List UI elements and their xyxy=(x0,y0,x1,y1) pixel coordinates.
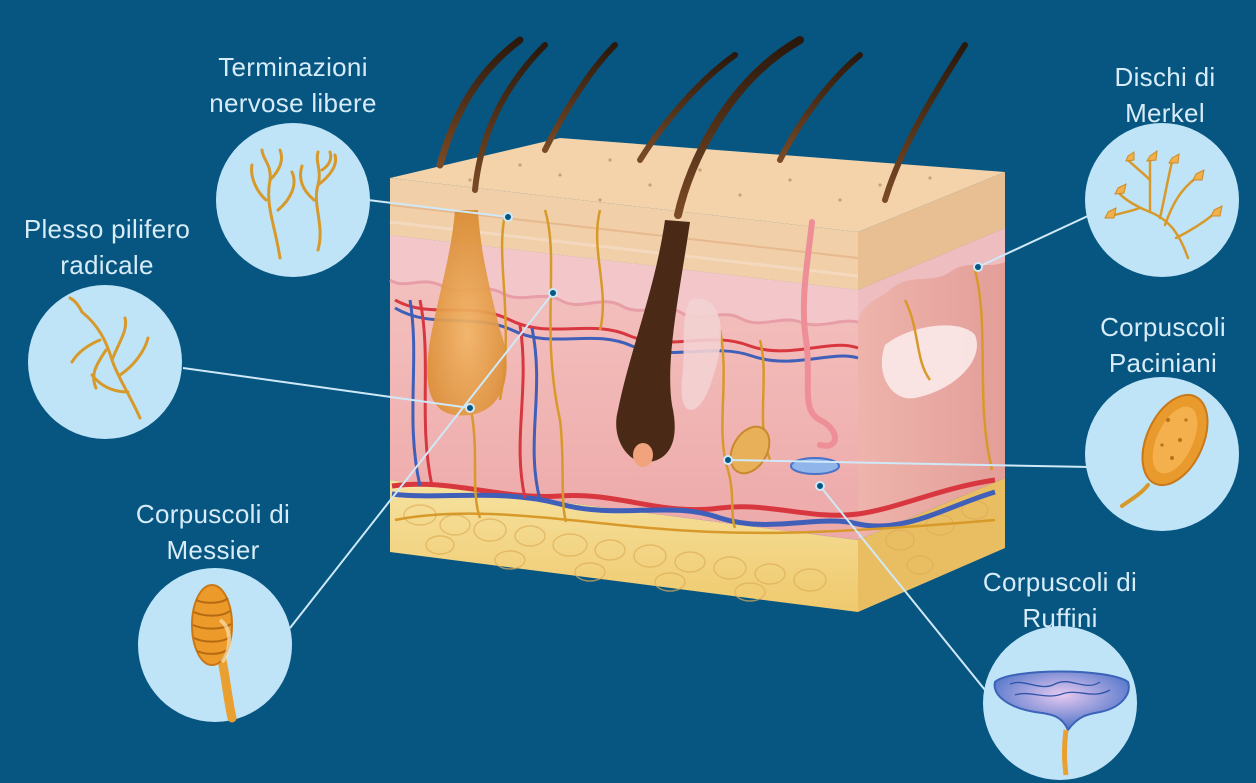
skin-block xyxy=(390,40,1005,612)
callout-meissner xyxy=(138,568,292,722)
callout-free-nerve-endings xyxy=(216,123,370,277)
callout-ruffini xyxy=(983,626,1137,780)
label-pacinian: Corpuscoli Paciniani xyxy=(1070,309,1256,381)
label-free-nerve-endings: Terminazioni nervose libere xyxy=(178,49,408,121)
label-meissner: Corpuscoli di Messier xyxy=(98,496,328,568)
callout-merkel xyxy=(1085,123,1239,277)
hair-shaft xyxy=(440,40,520,165)
callout-pacinian xyxy=(1085,377,1239,531)
callout-hair-root-plexus xyxy=(28,285,182,439)
label-ruffini: Corpuscoli di Ruffini xyxy=(942,564,1178,636)
label-hair-root-plexus: Plesso pilifero radicale xyxy=(0,211,214,283)
label-merkel: Dischi di Merkel xyxy=(1080,59,1250,131)
